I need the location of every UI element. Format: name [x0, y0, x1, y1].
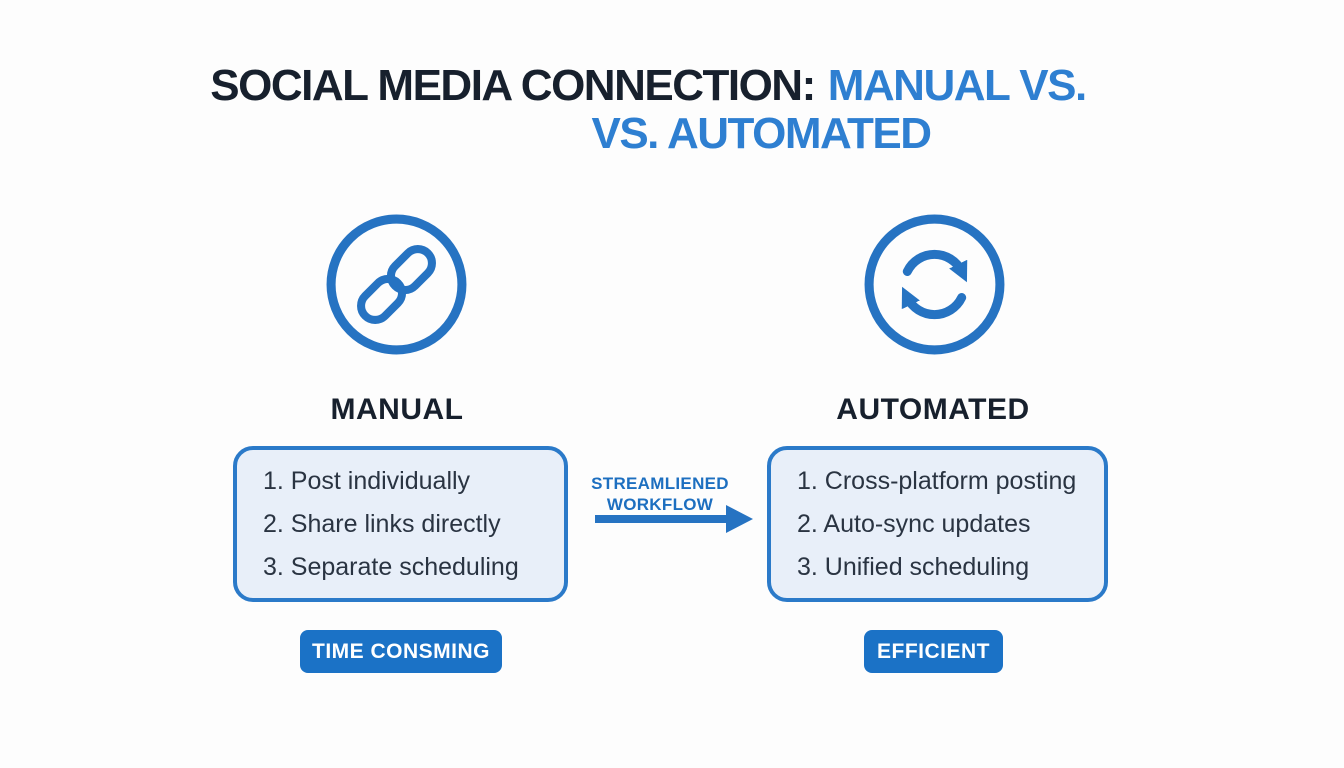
list-item: 3. Unified scheduling — [797, 553, 1030, 581]
title-blue-text: MANUAL VS. — [827, 61, 1087, 110]
sync-icon — [858, 208, 1011, 361]
manual-list-box: 1. Post individually 2. Share links dire… — [233, 446, 568, 602]
list-item: 2. Auto-sync updates — [797, 510, 1031, 538]
list-item: 1. Post individually — [263, 467, 471, 495]
title-dark-text: SOCIAL MEDIA CONNECTION: — [210, 61, 816, 110]
list-item: 2. Share links directly — [263, 510, 501, 538]
efficient-badge: EFFICIENT — [864, 630, 1003, 673]
time-consuming-badge: TIME CONSMING — [300, 630, 502, 673]
manual-heading: MANUAL — [330, 393, 464, 426]
right-arrow-icon — [595, 505, 753, 533]
workflow-label-line-2: WORKFLOW — [606, 495, 714, 514]
automated-heading: AUTOMATED — [836, 393, 1030, 426]
list-item: 1. Cross-platform posting — [797, 467, 1077, 495]
title-line-1: SOCIAL MEDIA CONNECTION:MANUAL VS. — [0, 62, 1320, 110]
automated-list-box: 1. Cross-platform posting 2. Auto-sync u… — [767, 446, 1108, 602]
chain-link-icon — [320, 208, 473, 361]
page-title: SOCIAL MEDIA CONNECTION:MANUAL VS. VS. A… — [0, 62, 1344, 158]
workflow-label-line-1: STREAMLIENED — [591, 474, 729, 493]
title-line-2: VS. AUTOMATED — [591, 109, 932, 158]
list-item: 3. Separate scheduling — [263, 553, 519, 581]
workflow-label: STREAMLIENED WORKFLOW — [575, 473, 745, 515]
